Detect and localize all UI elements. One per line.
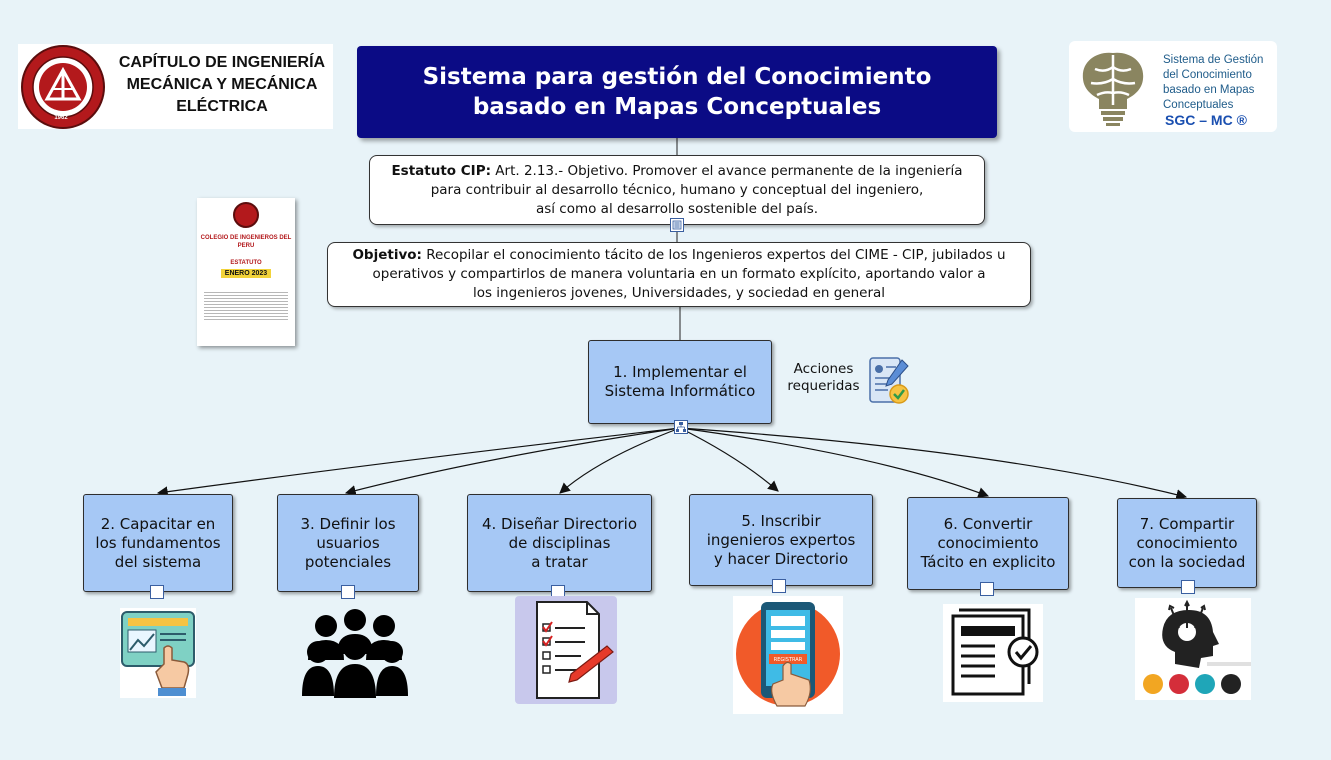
org-logo-panel: 1962 CAPÍTULO DE INGENIERÍA MECÁNICA Y M… — [18, 44, 333, 129]
org-name-line-2: MECÁNICA Y MECÁNICA — [126, 76, 318, 93]
node-2-capacitar[interactable]: 2. Capacitar en los fundamentos del sist… — [83, 494, 233, 592]
checklist-icon — [515, 596, 617, 704]
sgc-line-3: basado en Mapas — [1163, 84, 1255, 96]
node-4-text: 4. Diseñar Directorio de disciplinas a t… — [481, 514, 638, 571]
hierarchy-icon[interactable] — [341, 585, 355, 599]
sgc-line-1: Sistema de Gestión — [1163, 54, 1264, 66]
sgc-logo-text: Sistema de Gestión del Conocimiento basa… — [1163, 53, 1275, 113]
node-1-implementar[interactable]: 1. Implementar el Sistema Informático — [588, 340, 772, 424]
hierarchy-icon[interactable] — [1181, 580, 1195, 594]
node-6-convertir[interactable]: 6. Convertir conocimiento Tácito en expl… — [907, 497, 1069, 590]
doc-body-lines — [204, 290, 288, 320]
sgc-tag: SGC – MC ® — [1165, 112, 1247, 128]
estatuto-document-thumbnail: COLEGIO DE INGENIEROS DEL PERU ESTATUTO … — [197, 198, 295, 346]
objetivo-line-1: Objetivo: Recopilar el conocimiento táci… — [328, 246, 1030, 265]
title-line-2: basado en Mapas Conceptuales — [472, 94, 882, 120]
node-3-text: 3. Definir los usuarios potenciales — [300, 514, 396, 571]
document-check-icon — [943, 604, 1043, 702]
node-1-text: 1. Implementar el Sistema Informático — [604, 363, 756, 400]
node-7-compartir[interactable]: 7. Compartir conocimiento con la socieda… — [1117, 498, 1257, 588]
brain-bulb-icon — [1082, 52, 1144, 126]
estatuto-box: Estatuto CIP: Art. 2.13.- Objetivo. Prom… — [369, 155, 985, 225]
org-name: CAPÍTULO DE INGENIERÍA MECÁNICA Y MECÁNI… — [112, 52, 332, 118]
approved-form-icon — [869, 357, 909, 404]
org-name-line-3: ELÉCTRICA — [176, 98, 268, 115]
objetivo-line-3: los ingenieros jovenes, Universidades, y… — [472, 285, 886, 301]
doc-org: COLEGIO DE INGENIEROS DEL PERU — [200, 235, 292, 249]
objetivo-box: Objetivo: Recopilar el conocimiento táci… — [327, 242, 1031, 307]
sgc-line-4: Conceptuales — [1163, 99, 1234, 111]
connector-to-node-4 — [559, 427, 681, 494]
estatuto-line-2: para contribuir al desarrollo técnico, h… — [430, 181, 924, 198]
node-6-text: 6. Convertir conocimiento Tácito en expl… — [920, 515, 1056, 571]
doc-date: ENERO 2023 — [221, 269, 271, 278]
objetivo-label: Objetivo: — [352, 247, 422, 263]
estatuto-line-1: Estatuto CIP: Art. 2.13.- Objetivo. Prom… — [370, 162, 984, 181]
hierarchy-icon[interactable] — [772, 579, 786, 593]
estatuto-line-3: así como al desarrollo sostenible del pa… — [535, 200, 819, 217]
node-2-text: 2. Capacitar en los fundamentos del sist… — [95, 514, 221, 571]
node-3-definir[interactable]: 3. Definir los usuarios potenciales — [277, 494, 419, 592]
node-5-inscribir[interactable]: 5. Inscribir ingenieros expertos y hacer… — [689, 494, 873, 586]
estatuto-label: Estatuto CIP: — [391, 162, 491, 179]
head-knowledge-icon — [1135, 598, 1251, 700]
acciones-text: Acciones requeridas — [787, 361, 860, 394]
register-label: REGISTRAR — [774, 657, 803, 663]
connector-to-node-6 — [679, 427, 990, 498]
objetivo-line-2: operativos y compartirlos de manera volu… — [372, 266, 986, 282]
sgc-logo-panel: Sistema de Gestión del Conocimiento basa… — [1069, 41, 1277, 132]
doc-name: ESTATUTO — [230, 260, 262, 266]
org-name-line-1: CAPÍTULO DE INGENIERÍA — [118, 54, 326, 71]
doc-seal-icon — [233, 202, 259, 228]
seal-year: 1962 — [54, 115, 68, 121]
connector-to-node-7 — [679, 427, 1188, 500]
connector-to-node-5 — [679, 427, 779, 492]
connector-to-node-3 — [344, 427, 681, 496]
connector-to-node-2 — [156, 427, 681, 498]
node-5-text: 5. Inscribir ingenieros expertos y hacer… — [706, 511, 856, 568]
registration-tablet-icon: REGISTRAR — [733, 596, 843, 714]
training-screen-icon — [120, 608, 196, 698]
hierarchy-icon[interactable] — [150, 585, 164, 599]
objetivo-text-1: Recopilar el conocimiento tácito de los … — [421, 247, 1006, 263]
hierarchy-icon[interactable] — [980, 582, 994, 596]
page-title: Sistema para gestión del Conocimiento ba… — [357, 46, 997, 138]
acciones-label: Acciones requeridas — [776, 361, 871, 395]
sgc-line-2: del Conocimiento — [1163, 69, 1252, 81]
hierarchy-icon[interactable] — [674, 420, 688, 434]
node-4-disenar[interactable]: 4. Diseñar Directorio de disciplinas a t… — [467, 494, 652, 592]
node-7-text: 7. Compartir conocimiento con la socieda… — [1128, 514, 1246, 571]
cip-seal-icon — [21, 45, 105, 129]
document-icon[interactable] — [670, 218, 684, 232]
users-group-icon — [302, 609, 408, 698]
title-line-1: Sistema para gestión del Conocimiento — [422, 64, 932, 90]
estatuto-text-1: Art. 2.13.- Objetivo. Promover el avance… — [491, 162, 963, 179]
